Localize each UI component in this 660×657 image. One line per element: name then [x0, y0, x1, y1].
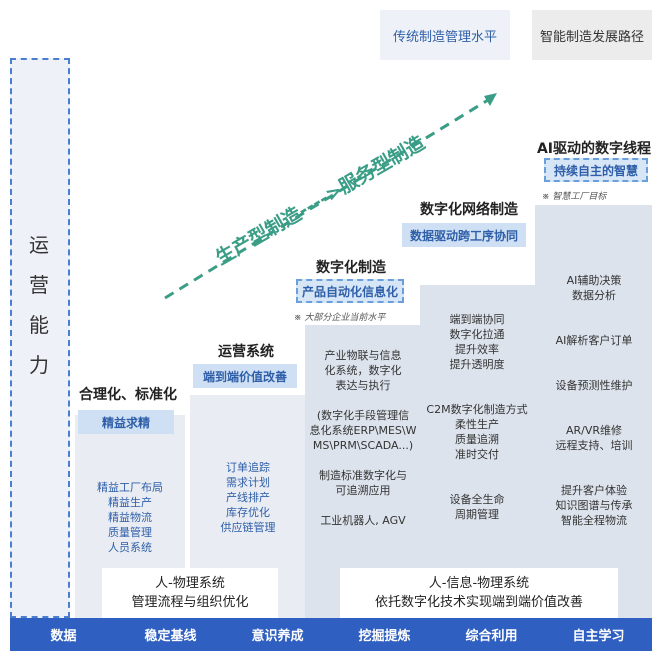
list-item: 设备全生命	[449, 493, 505, 506]
list-item: 知识图谱与传承	[555, 499, 633, 512]
list-item: 柔性生产	[455, 418, 499, 431]
stage-3-items: 产业物联与信息 化系统，数字化 表达与执行 (数字化手段管理信 息化系统ERP\…	[307, 348, 419, 528]
stage-1-title: 合理化、标准化	[79, 387, 177, 403]
list-item: 制造标准数字化与	[319, 469, 407, 482]
operational-capability-box	[10, 58, 70, 618]
list-item: 提升客户体验	[561, 484, 627, 497]
side-char: 力	[29, 353, 51, 377]
list-item: 精益物流	[108, 511, 152, 524]
footer-bar: 数据 稳定基线 意识养成 挖掘提炼 综合利用 自主学习	[10, 618, 652, 651]
list-item: 数字化拉通	[449, 328, 505, 341]
list-item: 数据分析	[572, 289, 616, 302]
stage-1-items: 精益工厂布局 精益生产 精益物流 质量管理 人员系统	[78, 480, 182, 555]
stage-5-note: ※ 智慧工厂目标	[542, 192, 607, 202]
list-item: 精益工厂布局	[97, 481, 163, 494]
list-item: 准时交付	[455, 448, 499, 461]
list-item: 精益生产	[108, 496, 152, 509]
list-item: 质量管理	[108, 526, 152, 539]
stage-4-items: 端到端协同 数字化拉通 提升效率 提升透明度 C2M数字化制造方式 柔性生产 质…	[420, 312, 534, 522]
header-traditional: 传统制造管理水平	[380, 10, 510, 60]
footer-awareness: 意识养成	[251, 629, 304, 644]
stage-4-pill: 数据驱动跨工序协同	[402, 223, 526, 247]
list-item: (数字化手段管理信	[316, 409, 410, 422]
panel-line: 人-物理系统	[155, 576, 225, 591]
list-item: 远程支持、培训	[555, 439, 633, 452]
list-item: 周期管理	[455, 508, 499, 521]
list-item: 供应链管理	[220, 521, 276, 534]
stage-3-title: 数字化制造	[316, 260, 386, 276]
list-item: 可追溯应用	[335, 484, 391, 497]
stage-2-pill: 端到端价值改善	[193, 364, 297, 388]
stage-2-title: 运营系统	[218, 344, 274, 360]
stage-5-bg	[535, 205, 652, 618]
list-item: 库存优化	[226, 506, 270, 519]
stage-2-items: 订单追踪 需求计划 产线排产 库存优化 供应链管理	[192, 460, 304, 535]
panel-line: 管理流程与组织优化	[131, 595, 249, 610]
list-item: 息化系统ERP\MES\W	[309, 424, 417, 437]
list-item: AR/VR维修	[565, 424, 623, 437]
stage-3-note: ※ 大部分企业当前水平	[294, 313, 386, 323]
footer-stable-baseline: 稳定基线	[144, 629, 197, 644]
operational-capability-label: 运 营 能 力	[10, 225, 70, 385]
footer-data: 数据	[50, 629, 77, 644]
list-item: 工业机器人, AGV	[320, 514, 406, 527]
stage-5-items: AI辅助决策 数据分析 AI解析客户订单 设备预测性维护 AR/VR维修 远程支…	[536, 273, 652, 528]
stage-3-pill: 产品自动化信息化	[296, 279, 404, 303]
stage-4-bg	[420, 285, 535, 618]
list-item: 端到端协同	[449, 313, 505, 326]
stage-5-pill: 持续自主的智慧	[544, 158, 648, 182]
list-item: 产业物联与信息	[324, 349, 402, 362]
stage-4-title: 数字化网络制造	[420, 202, 518, 218]
side-char: 营	[29, 273, 51, 297]
list-item: C2M数字化制造方式	[426, 403, 528, 416]
stage-5-title: AI驱动的数字线程	[536, 141, 652, 157]
list-item: 表达与执行	[335, 379, 391, 392]
footer-autonomous-learning: 自主学习	[572, 629, 625, 644]
stage-1-pill: 精益求精	[78, 410, 174, 434]
list-item: 产线排产	[226, 491, 270, 504]
side-char: 运	[29, 233, 51, 257]
list-item: MS\PRM\SCADA...)	[312, 439, 414, 452]
human-physical-system: 人-物理系统 管理流程与组织优化	[102, 568, 278, 618]
list-item: AI辅助决策	[566, 274, 622, 287]
list-item: 订单追踪	[226, 461, 270, 474]
panel-line: 依托数字化技术实现端到端价值改善	[374, 595, 583, 610]
list-item: 化系统，数字化	[324, 364, 402, 377]
header-intelligent: 智能制造发展路径	[532, 10, 652, 60]
list-item: 提升透明度	[449, 358, 505, 371]
list-item: 质量追溯	[455, 433, 499, 446]
list-item: 提升效率	[455, 343, 499, 356]
list-item: AI解析客户订单	[555, 334, 633, 347]
human-cyber-physical-system: 人-信息-物理系统 依托数字化技术实现端到端价值改善	[340, 568, 618, 618]
side-char: 能	[29, 313, 51, 337]
list-item: 设备预测性维护	[555, 379, 633, 392]
list-item: 需求计划	[226, 476, 270, 489]
footer-utilization: 综合利用	[465, 629, 518, 644]
list-item: 人员系统	[108, 541, 152, 554]
footer-mining: 挖掘提炼	[358, 629, 411, 644]
list-item: 智能全程物流	[561, 514, 627, 527]
panel-line: 人-信息-物理系统	[428, 576, 530, 591]
